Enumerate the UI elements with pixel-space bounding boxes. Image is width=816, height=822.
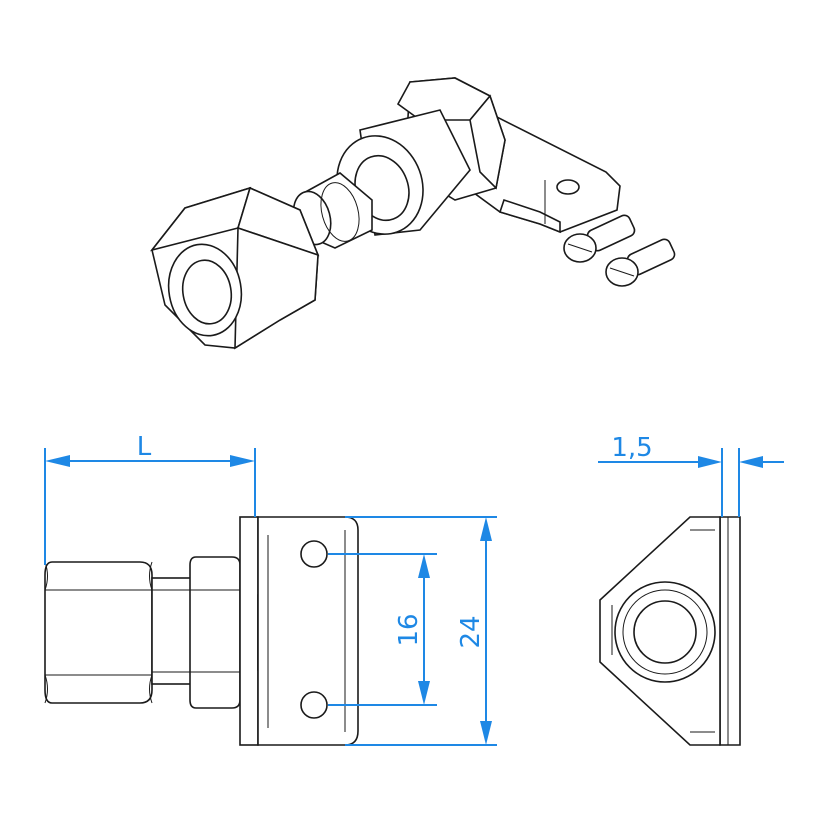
side-view xyxy=(599,516,741,746)
screw-2-3d xyxy=(605,238,676,287)
dimension-height-label: 24 xyxy=(456,615,486,648)
side-bore xyxy=(633,600,697,664)
front-view xyxy=(44,516,359,746)
hex-nut-front xyxy=(44,561,153,704)
dimension-thickness-label: 1,5 xyxy=(611,433,652,463)
dimension-length: L xyxy=(44,432,256,565)
body-nut-front xyxy=(189,556,241,709)
bracket-plate-front xyxy=(257,516,359,746)
screw-1-3d xyxy=(563,214,636,263)
tube-front xyxy=(151,577,193,685)
dimension-length-label: L xyxy=(137,432,152,462)
dimension-height: 24 xyxy=(345,516,497,746)
dimension-hole-spacing: 16 xyxy=(328,553,437,706)
bracket-plate-3d xyxy=(469,110,621,234)
3d-assembly-view xyxy=(149,77,676,350)
dimension-thickness: 1,5 xyxy=(598,433,784,517)
mounting-hole-bottom xyxy=(300,691,328,719)
dimension-hole-spacing-label: 16 xyxy=(394,613,424,646)
union-nut-3d xyxy=(149,186,320,350)
mounting-hole-top xyxy=(300,540,328,568)
